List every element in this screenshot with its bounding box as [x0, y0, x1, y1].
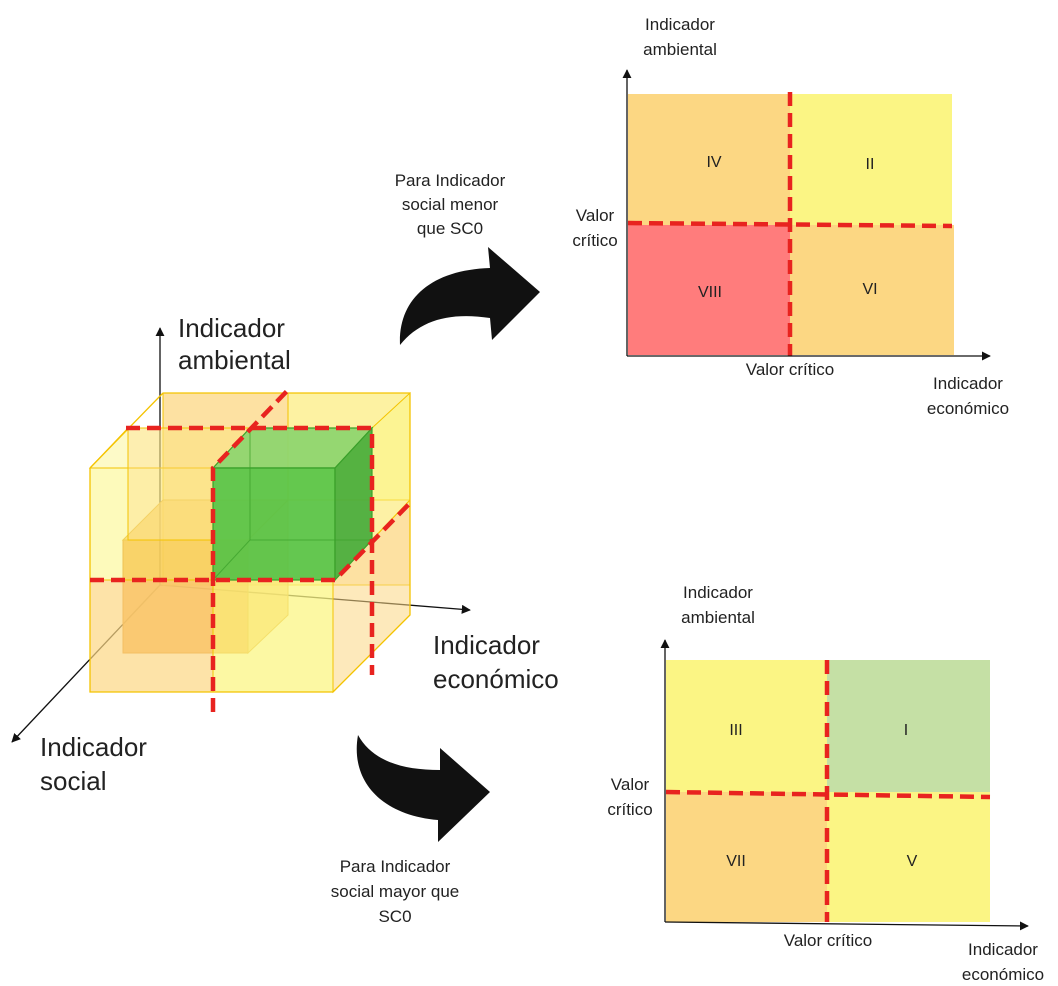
top-quadrant-ii — [790, 94, 952, 225]
top-caption-2: social menor — [402, 195, 499, 214]
top-x-critical: Valor crítico — [746, 360, 835, 379]
cube-x-label-2: económico — [433, 664, 559, 694]
bottom-y-critical-2: crítico — [607, 800, 652, 819]
cube-y-label-2: ambiental — [178, 345, 291, 375]
top-horizontal-critical-line — [627, 220, 953, 229]
top-y-label-1: Indicador — [645, 15, 715, 34]
top-label-iv: IV — [706, 154, 721, 171]
bottom-quadrant-chart: III I VII V Indicador ambiental Indicado… — [607, 583, 1044, 984]
top-label-ii: II — [866, 156, 875, 173]
bottom-y-label-1: Indicador — [683, 583, 753, 602]
top-caption-1: Para Indicador — [395, 171, 506, 190]
cube-z-label-1: Indicador — [40, 732, 147, 762]
top-label-vi: VI — [862, 281, 877, 298]
top-quadrant-viii — [628, 225, 790, 355]
curved-arrow-top — [399, 247, 540, 345]
bottom-x-critical: Valor crítico — [784, 931, 873, 950]
top-quadrant-iv — [628, 94, 790, 225]
bottom-horizontal-critical-line — [665, 789, 991, 800]
top-caption-3: que SC0 — [417, 219, 483, 238]
top-y-critical-1: Valor — [576, 206, 615, 225]
top-quadrant-chart: IV II VIII VI Indicador ambiental Indica… — [572, 15, 1009, 418]
cube-upper-blocks — [88, 391, 411, 581]
bottom-caption-1: Para Indicador — [340, 857, 451, 876]
bottom-y-critical-1: Valor — [611, 775, 650, 794]
bottom-quadrant-v — [827, 792, 990, 922]
bottom-quadrant-vii — [666, 792, 827, 922]
bottom-x-axis — [664, 921, 1029, 931]
bottom-label-i: I — [904, 722, 908, 739]
top-x-label-1: Indicador — [933, 374, 1003, 393]
bottom-quadrant-iii — [666, 660, 827, 792]
cube-diagram: Indicador ambiental Indicador económico … — [11, 313, 559, 796]
bottom-x-label-2: económico — [962, 965, 1044, 984]
top-label-viii: VIII — [698, 284, 722, 301]
bottom-label-iii: III — [729, 722, 742, 739]
cube-green-block — [211, 426, 374, 582]
bottom-quadrant-i — [827, 660, 990, 792]
bottom-x-label-1: Indicador — [968, 940, 1038, 959]
top-x-label-2: económico — [927, 399, 1009, 418]
top-quadrant-vi — [790, 225, 954, 355]
cube-critical-lines — [90, 388, 412, 712]
cube-x-label-1: Indicador — [433, 630, 540, 660]
bottom-label-vii: VII — [726, 853, 746, 870]
bottom-caption-2: social mayor que — [331, 882, 460, 901]
bottom-caption-3: SC0 — [378, 907, 411, 926]
curved-arrow-bottom — [356, 735, 490, 842]
bottom-label-v: V — [907, 853, 918, 870]
top-y-critical-2: crítico — [572, 231, 617, 250]
cube-y-label-1: Indicador — [178, 313, 285, 343]
top-y-label-2: ambiental — [643, 40, 717, 59]
bottom-y-label-2: ambiental — [681, 608, 755, 627]
cube-z-label-2: social — [40, 766, 106, 796]
